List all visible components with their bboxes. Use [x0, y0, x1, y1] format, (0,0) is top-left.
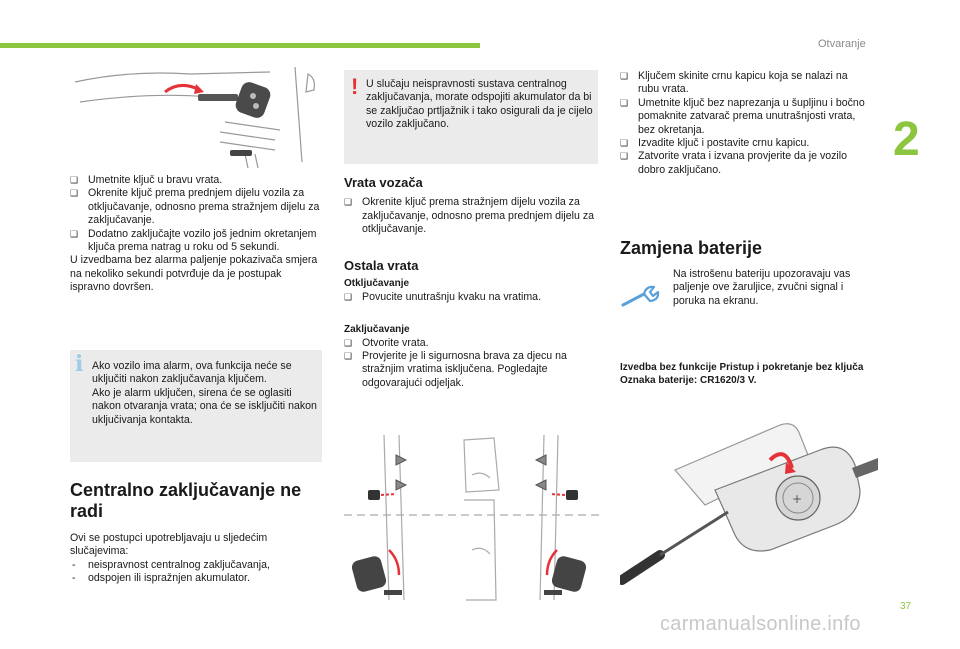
- col1-step: Dodatno zaključajte vozilo još jednim ok…: [70, 228, 322, 255]
- lock-label: Zaključavanje: [344, 324, 410, 336]
- battery-replacement-illustration: +: [620, 420, 880, 598]
- driver-door-heading: Vrata vozača: [344, 175, 423, 190]
- alarm-confirmation-text: U izvedbama bez alarma paljenje pokaziva…: [70, 254, 318, 294]
- warning-note-text: U slučaju neispravnosti sustava centraln…: [366, 78, 593, 131]
- battery-section: Zamjena baterije: [620, 238, 870, 259]
- warning-note-box: ! U slučaju neispravnosti sustava centra…: [344, 70, 598, 164]
- col3-step: Ključem skinite crnu kapicu koja se nala…: [620, 70, 870, 97]
- info-note-box: i Ako vozilo ima alarm, ova funkcija neć…: [70, 350, 322, 462]
- col3-step: Umetnite ključ bez naprezanja u šupljinu…: [620, 97, 870, 137]
- warning-icon: !: [351, 74, 359, 99]
- header-accent-bar: [0, 43, 480, 48]
- unlock-step: Povucite unutrašnju kvaku na vratima.: [344, 291, 598, 305]
- lock-step: Otvorite vrata.: [344, 337, 598, 351]
- central-locking-section: Centralno zaključavanje ne radi Ovi se p…: [70, 480, 322, 586]
- battery-info-text: Na istrošenu bateriju upozoravaju vas pa…: [673, 268, 851, 307]
- wrench-warning-lamp-icon: [620, 283, 664, 309]
- col1-step: Okrenite ključ prema prednjem dijelu voz…: [70, 187, 322, 227]
- driver-door-section: Vrata vozača Okrenite ključ prema stražn…: [344, 176, 598, 237]
- section-heading: Centralno zaključavanje ne radi: [70, 480, 302, 521]
- case-item: odspojen ili ispražnjen akumulator.: [70, 572, 322, 586]
- chapter-number: 2: [893, 113, 920, 166]
- door-lock-illustration: [344, 430, 602, 608]
- section-title: Otvaranje: [818, 38, 866, 50]
- svg-text:+: +: [792, 492, 802, 506]
- section-intro: Ovi se postupci upotrebljavaju u sljedeć…: [70, 532, 268, 558]
- unlock-label: Otključavanje: [344, 278, 410, 290]
- battery-variant: Izvedba bez funkcije Pristup i pokretanj…: [620, 362, 864, 373]
- col1-steps: Umetnite ključ u bravu vrata. Okrenite k…: [70, 174, 322, 295]
- other-doors-section: Ostala vrata Otključavanje Povucite unut…: [344, 259, 598, 390]
- battery-spec: Izvedba bez funkcije Pristup i pokretanj…: [620, 361, 870, 388]
- info-note-text: Ako vozilo ima alarm, ova funkcija neće …: [92, 360, 317, 426]
- col3-step: Izvadite ključ i postavite crnu kapicu.: [620, 137, 870, 151]
- other-doors-heading: Ostala vrata: [344, 258, 419, 273]
- page-number: 37: [900, 601, 912, 612]
- driver-door-step: Okrenite ključ prema stražnjem dijelu vo…: [344, 196, 598, 236]
- battery-type: Oznaka baterije: CR1620/3 V.: [620, 375, 757, 387]
- col1-step: Umetnite ključ u bravu vrata.: [70, 174, 322, 188]
- col3-steps: Ključem skinite crnu kapicu koja se nala…: [620, 70, 870, 177]
- col3-step: Zatvorite vrata i izvana provjerite da j…: [620, 150, 870, 177]
- site-watermark: carmanualsonline.info: [660, 613, 861, 635]
- key-in-door-illustration: [70, 62, 320, 174]
- battery-heading: Zamjena baterije: [620, 238, 763, 258]
- lock-step: Provjerite je li sigurnosna brava za dje…: [344, 350, 598, 390]
- case-item: neispravnost centralnog zaključavanja,: [70, 559, 322, 573]
- info-icon: i: [75, 351, 84, 377]
